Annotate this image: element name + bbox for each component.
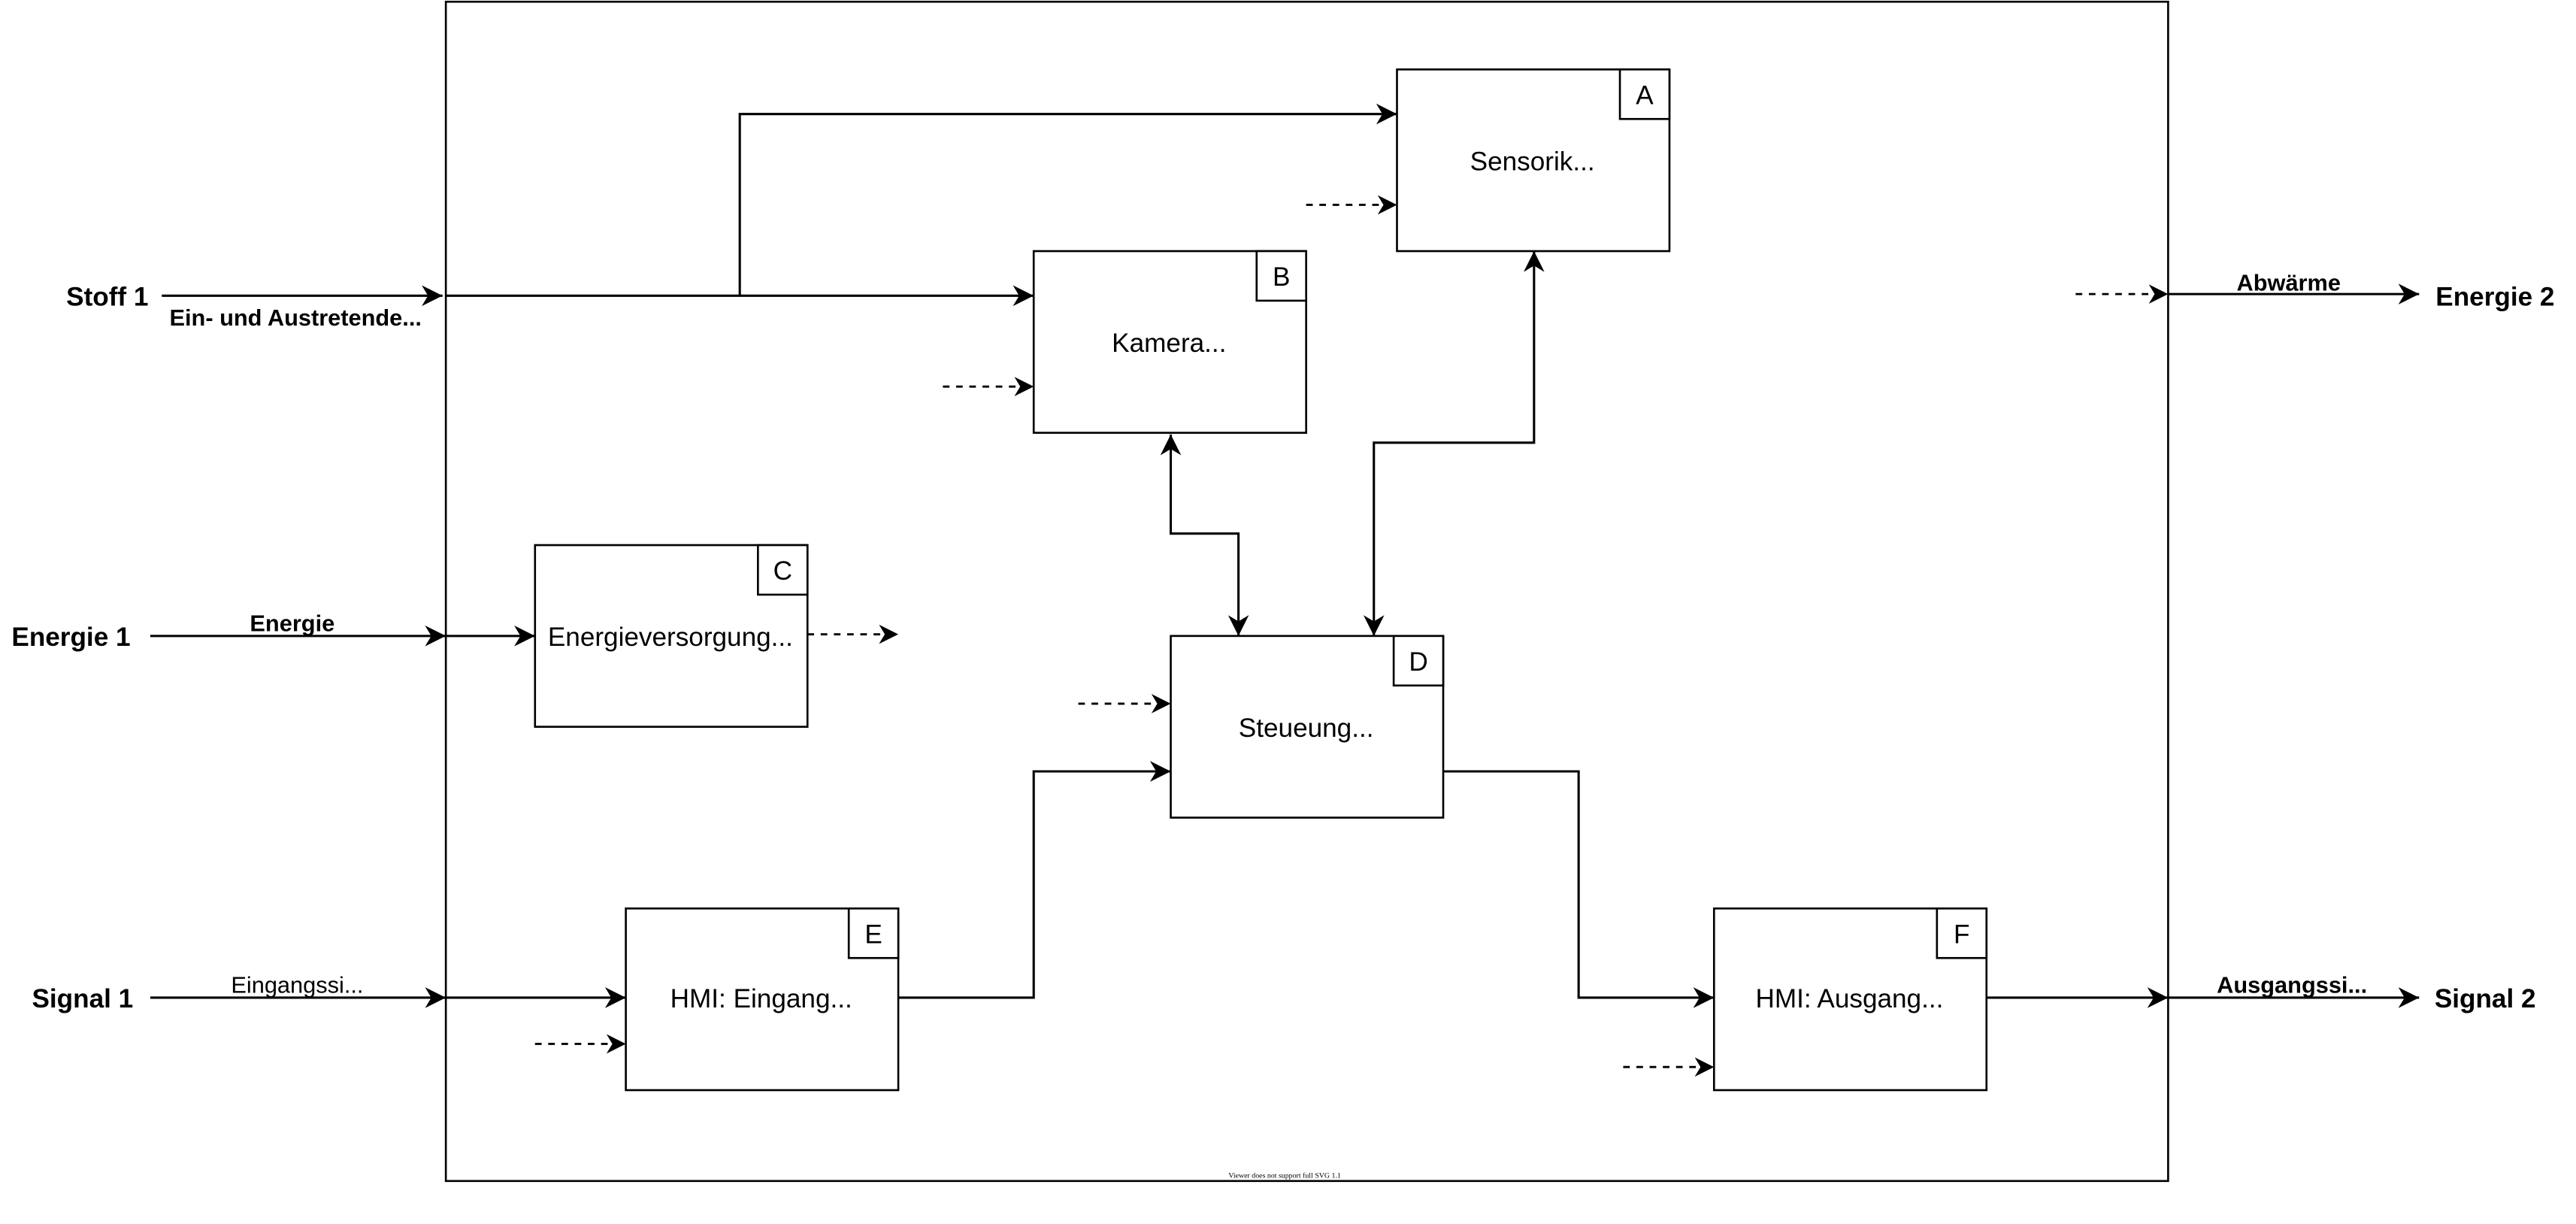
input-energie1-edge-label: Energie xyxy=(250,610,334,636)
edge-kamera-steuerung xyxy=(1160,434,1249,636)
block-hmi-ausgang[interactable]: F HMI: Ausgang... xyxy=(1712,907,1988,1092)
svg-notice: Viewer does not support full SVG 1.1 xyxy=(1228,1171,1340,1180)
block-tag: C xyxy=(773,556,792,586)
block-label: Energieversorgung... xyxy=(548,623,793,652)
block-label: Steueung... xyxy=(1239,713,1374,743)
block-kamera[interactable]: B Kamera... xyxy=(1032,250,1307,434)
block-label: HMI: Ausgang... xyxy=(1755,984,1943,1013)
edge-stoff-sensorik xyxy=(738,103,1397,296)
block-tag: E xyxy=(864,920,882,949)
block-tag: D xyxy=(1409,647,1427,677)
edge-steuerung-hmi-ausgang xyxy=(1442,770,1715,1008)
edge-hmi-eingang-steuerung xyxy=(898,761,1171,999)
dashed-edges xyxy=(534,195,2169,1077)
block-hmi-eingang[interactable]: E HMI: Eingang... xyxy=(625,907,900,1092)
input-signal1-edge-label: Eingangssi... xyxy=(231,971,363,998)
input-energie1-label: Energie 1 xyxy=(11,623,130,652)
input-stoff1-edge-label: Ein- und Austretende... xyxy=(170,304,422,331)
block-label: Kamera... xyxy=(1112,329,1226,358)
output-energie2-label: Energie 2 xyxy=(2435,282,2554,311)
block-label: Sensorik... xyxy=(1470,147,1595,176)
block-energieversorgung[interactable]: C Energieversorgung... xyxy=(534,544,809,728)
block-tag: B xyxy=(1273,262,1290,292)
output-energie2-edge-label: Abwärme xyxy=(2237,270,2341,296)
edges xyxy=(150,103,2420,1008)
edge-sensorik-steuerung xyxy=(1363,251,1545,636)
input-stoff1-label: Stoff 1 xyxy=(66,282,148,311)
output-signal2-edge-label: Ausgangssi... xyxy=(2217,971,2367,998)
block-label: HMI: Eingang... xyxy=(670,984,852,1013)
block-tag: A xyxy=(1636,80,1654,110)
output-signal2-label: Signal 2 xyxy=(2435,984,2536,1013)
block-tag: F xyxy=(1954,920,1969,949)
input-signal1-label: Signal 1 xyxy=(32,984,133,1013)
block-steuerung[interactable]: D Steueung... xyxy=(1170,635,1445,819)
block-sensorik[interactable]: A Sensorik... xyxy=(1396,68,1671,253)
